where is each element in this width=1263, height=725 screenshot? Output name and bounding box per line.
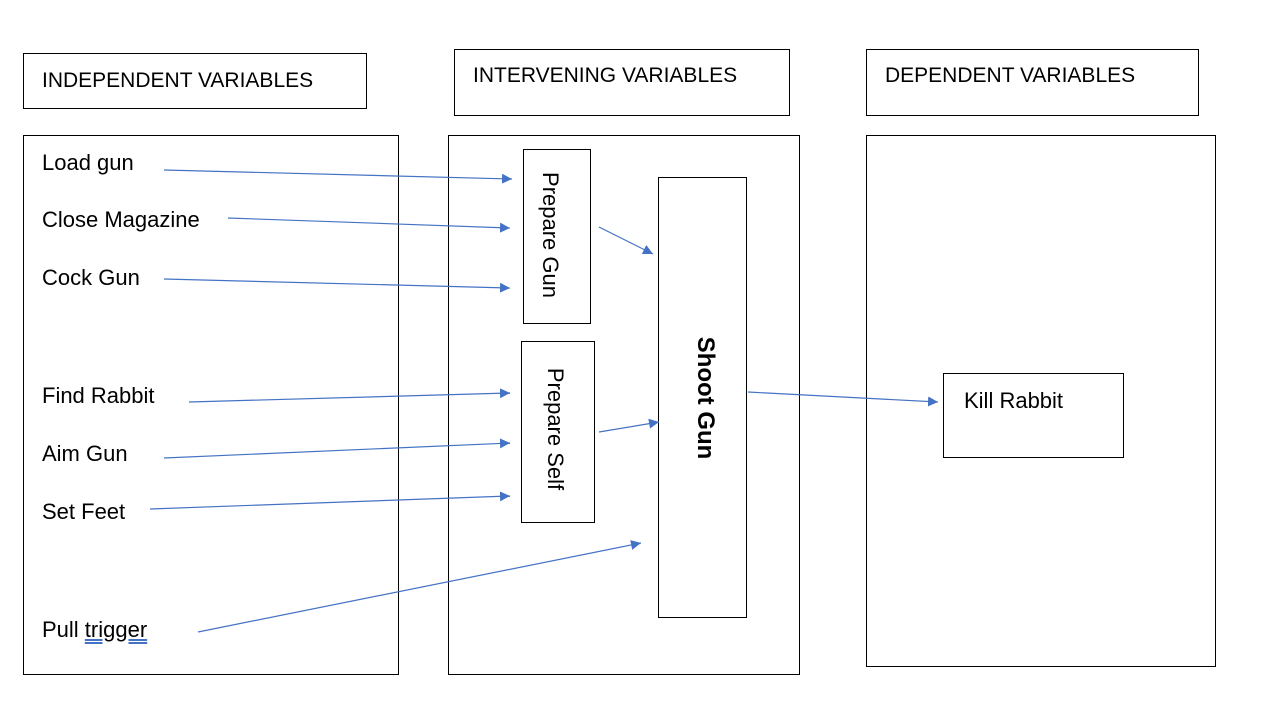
- header-dependent-variables: DEPENDENT VARIABLES: [866, 49, 1199, 116]
- item-pull-trigger: Pull trigger: [42, 617, 147, 643]
- arrow-shoot-to-kill: [747, 391, 939, 407]
- independent-panel: [23, 135, 399, 675]
- arrow-pull-trigger: [197, 540, 642, 633]
- header-intervening-label: INTERVENING VARIABLES: [473, 64, 738, 87]
- arrow-set-feet: [149, 491, 511, 510]
- item-cock-gun: Cock Gun: [42, 265, 140, 290]
- kill-rabbit-box: Kill Rabbit: [943, 373, 1124, 458]
- arrow-cock-gun: [163, 278, 511, 293]
- item-aim-gun: Aim Gun: [42, 441, 128, 466]
- header-intervening-variables: INTERVENING VARIABLES: [454, 49, 790, 116]
- item-load-gun: Load gun: [42, 150, 134, 175]
- pull-trigger-underlined: trigger: [84, 617, 148, 642]
- arrow-prepare-gun-to-shoot: [598, 226, 654, 255]
- shoot-gun-box: Shoot Gun: [658, 177, 747, 618]
- kill-rabbit-label: Kill Rabbit: [964, 388, 1064, 413]
- arrow-close-magazine: [227, 217, 511, 233]
- item-set-feet: Set Feet: [42, 499, 126, 524]
- item-find-rabbit: Find Rabbit: [42, 383, 155, 408]
- arrow-prepare-self-to-shoot: [598, 418, 660, 433]
- prepare-self-box: Prepare Self: [521, 341, 595, 523]
- dependent-panel: [866, 135, 1216, 667]
- intervening-panel: [448, 135, 800, 675]
- prepare-gun-box: Prepare Gun: [523, 149, 591, 324]
- arrow-aim-gun: [163, 438, 511, 459]
- pull-trigger-prefix: Pull: [42, 617, 85, 642]
- header-independent-label: INDEPENDENT VARIABLES: [42, 69, 314, 92]
- header-independent-variables: INDEPENDENT VARIABLES: [23, 53, 367, 109]
- item-close-magazine: Close Magazine: [42, 207, 200, 232]
- header-dependent-label: DEPENDENT VARIABLES: [885, 64, 1136, 87]
- arrow-find-rabbit: [188, 388, 511, 403]
- arrow-load-gun: [163, 169, 513, 184]
